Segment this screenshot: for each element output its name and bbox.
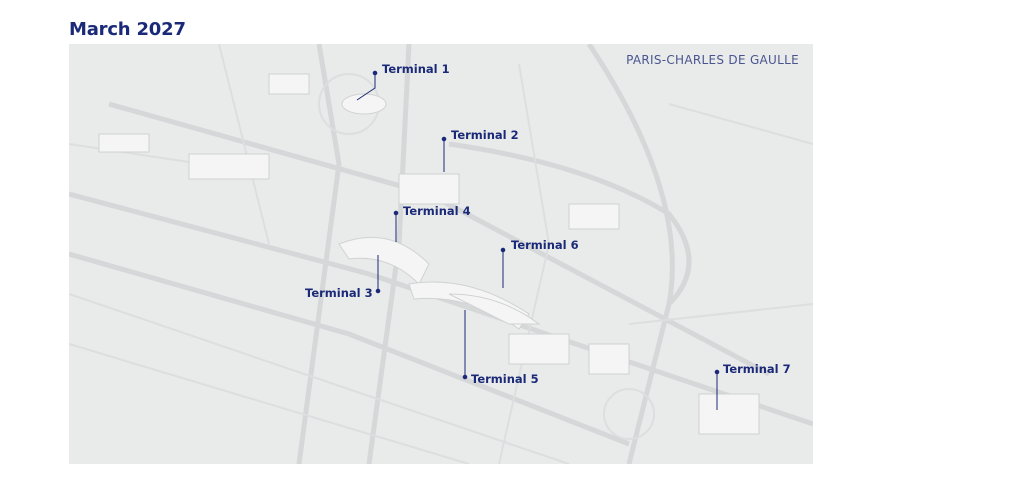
terminal-7-label: Terminal 7 [723, 362, 791, 376]
terminal-2-label: Terminal 2 [451, 128, 519, 142]
terminal-2-marker [441, 136, 447, 172]
terminal-1-marker [356, 70, 378, 101]
terminal-1-label: Terminal 1 [382, 62, 450, 76]
terminal-4-marker [393, 210, 399, 242]
terminal-3-label: Terminal 3 [305, 286, 373, 300]
terminal-4-label: Terminal 4 [403, 204, 471, 218]
terminal-6-marker [500, 247, 506, 288]
airport-name: PARIS-CHARLES DE GAULLE [626, 53, 799, 67]
terminal-7-marker [714, 369, 720, 410]
terminal-3-marker [375, 255, 381, 294]
terminal-5-marker [462, 310, 468, 380]
terminal-6-label: Terminal 6 [511, 238, 579, 252]
page-title: March 2027 [69, 19, 186, 40]
map-base-roads [69, 44, 813, 464]
terminal-5-label: Terminal 5 [471, 372, 539, 386]
airport-map: PARIS-CHARLES DE GAULLE [69, 44, 813, 464]
